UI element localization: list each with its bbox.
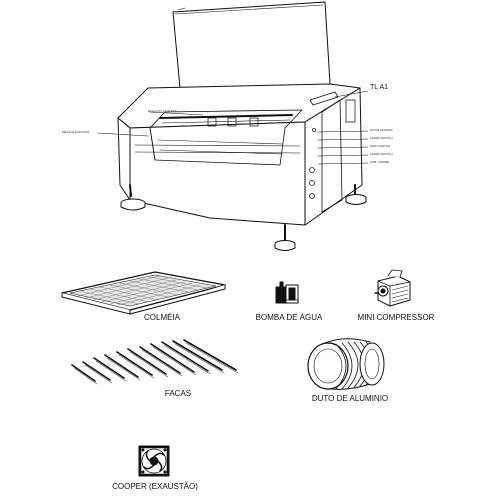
panel-label-1: DOOR SENSOR (370, 128, 393, 132)
fan-caption: COOPER (EXAUSTÃO) (112, 482, 198, 491)
honeycomb-caption: COLMÉIA (143, 313, 181, 322)
fan-illustration (138, 445, 170, 477)
water-pump-caption: BOMBA DE ÁGUA (255, 313, 323, 322)
model-label: TL A1 (370, 84, 389, 91)
blades-illustration (71, 339, 239, 385)
air-compressor-caption: MINI COMPRESSOR (357, 313, 435, 322)
exhaust-label: EXHAUST OUTLETS (148, 109, 177, 113)
panel-label-2: LASER SWITCH (370, 136, 393, 140)
honeycomb-illustration (61, 271, 226, 315)
panel-label-3: MAIN SWITCH (370, 144, 391, 148)
table-label: MESA ELEVATÓRIA (62, 130, 90, 134)
blades-caption: FACAS (164, 389, 192, 398)
panel-label-4: LASER SWITCH (370, 152, 393, 156)
panel-label-5: USB / FRAME (370, 160, 390, 164)
duct-illustration (307, 338, 385, 390)
laser-machine-illustration (97, 1, 369, 251)
duct-caption: DUTO DE ALUMINIO (311, 394, 389, 403)
water-pump-illustration (275, 281, 299, 304)
air-compressor-illustration (374, 269, 411, 307)
